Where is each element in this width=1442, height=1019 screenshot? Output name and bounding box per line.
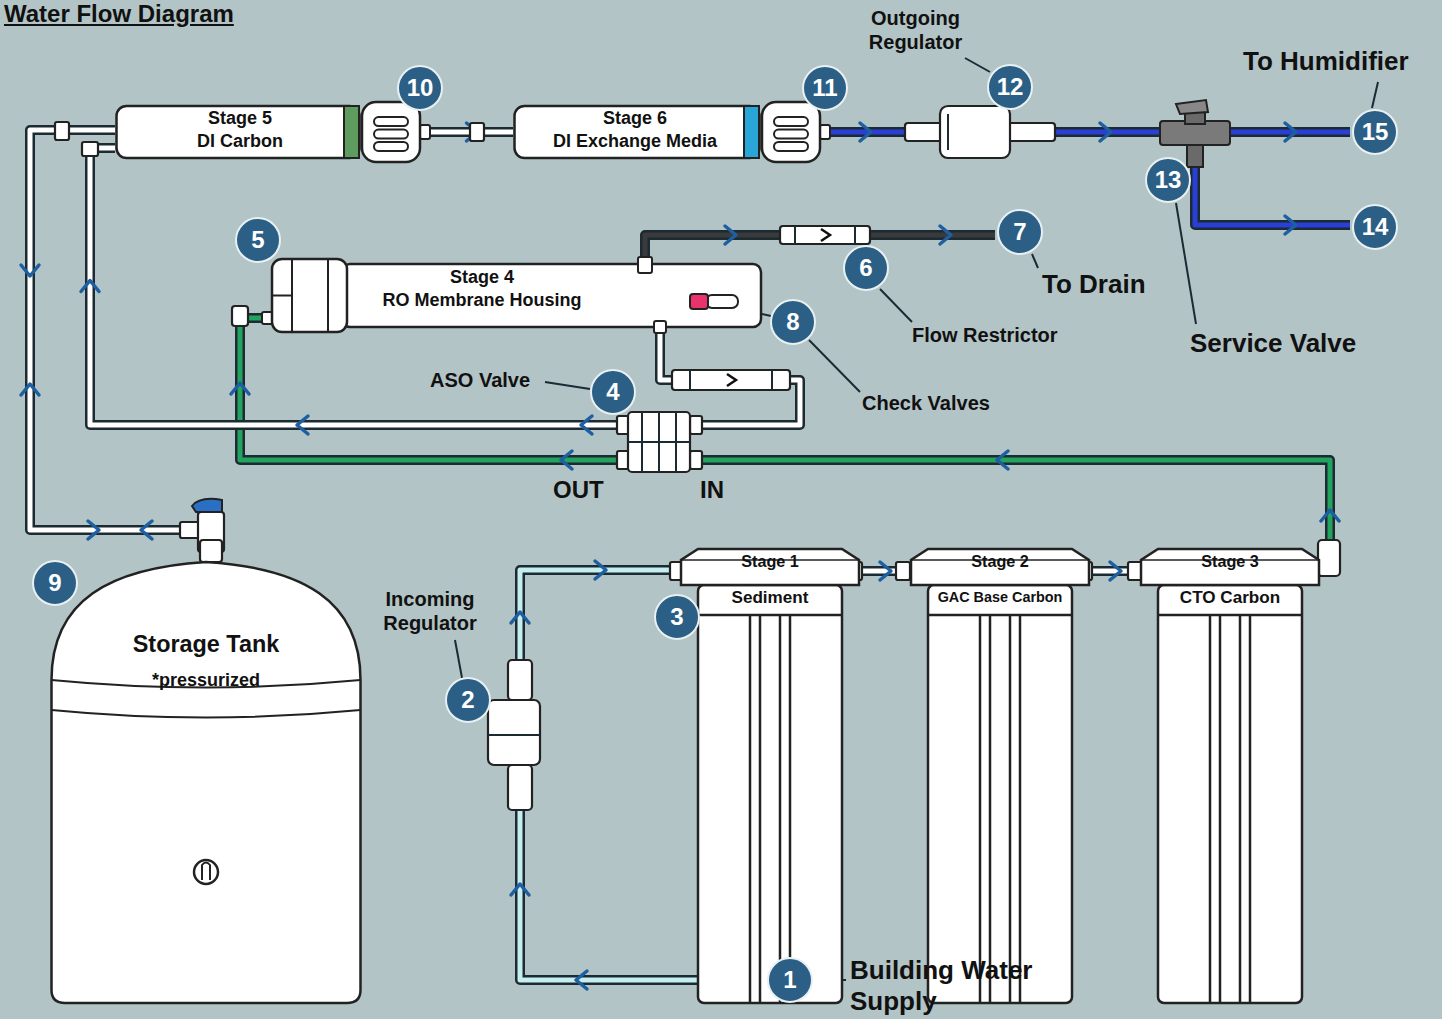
callout-number: 1 — [767, 957, 813, 1003]
part-label: Outgoing Regulator — [858, 6, 973, 54]
text-area: Stage 1 Sediment — [680, 551, 860, 609]
part-label: OUT — [553, 476, 613, 505]
callout-number: 10 — [397, 65, 443, 111]
pipe-outline — [240, 318, 1330, 572]
component-outline — [1140, 548, 1320, 1005]
part-label: Flow Restrictor — [912, 323, 1087, 347]
part-label: Incoming Regulator — [370, 587, 490, 635]
component-title: Stage 1 — [680, 551, 860, 571]
part-label: To Drain — [1042, 269, 1172, 300]
filter-component: Stage 5DI Carbon — [115, 101, 430, 163]
filter-component: Stage 2 GAC Base Carbon — [910, 548, 1090, 1005]
incoming-regulator — [488, 660, 540, 810]
callout-number: 9 — [32, 560, 78, 606]
text-area: Stage 5DI Carbon — [120, 107, 360, 152]
component-label: GAC Base Carbon — [910, 588, 1090, 606]
callout-number: 11 — [802, 65, 848, 111]
flow-chevron — [561, 451, 572, 469]
pipe-fittings — [55, 122, 1340, 580]
filter-component: Stage 4RO Membrane Housing — [262, 258, 762, 333]
callout-number: 4 — [590, 369, 636, 415]
callout-number: 14 — [1352, 204, 1398, 250]
text-area: Stage 2 GAC Base Carbon — [910, 551, 1090, 606]
component-label: DI Carbon — [120, 130, 360, 153]
component-label: CTO Carbon — [1140, 587, 1320, 608]
water-pipe — [430, 123, 513, 141]
part-label: IN — [700, 476, 740, 505]
text-area: Stage 4RO Membrane Housing — [352, 266, 612, 311]
component-title: Stage 4 — [352, 266, 612, 289]
water-pipe — [81, 148, 800, 434]
diagram-title: Water Flow Diagram — [4, 0, 234, 28]
flow-chevron — [81, 281, 99, 292]
text-area: Storage Tank *pressurized — [50, 630, 362, 692]
callout-number: 12 — [987, 64, 1033, 110]
water-pipe — [860, 562, 910, 580]
pipe-fill — [240, 318, 1330, 572]
part-label: ASO Valve — [430, 368, 550, 392]
flow-chevron — [581, 416, 592, 434]
callout-number: 7 — [997, 209, 1043, 255]
tank-valve — [180, 499, 224, 562]
flow-chevron — [880, 562, 891, 580]
callout-number: 3 — [654, 594, 700, 640]
component-title: Stage 6 — [515, 107, 755, 130]
filter-component: Stage 1 Sediment — [680, 548, 860, 1005]
pipe-fill — [30, 130, 210, 560]
part-label: Building Water Supply — [850, 955, 1060, 1017]
component-label: *pressurized — [50, 669, 362, 692]
component-outline — [680, 548, 860, 1005]
water-pipe — [21, 130, 210, 560]
flow-restrictor — [780, 226, 870, 244]
flow-chevron — [231, 383, 249, 394]
pipe-outline — [90, 148, 800, 425]
callout-number: 15 — [1352, 109, 1398, 155]
component-title: Stage 3 — [1140, 551, 1320, 571]
component-outline — [910, 548, 1090, 1005]
water-pipe — [231, 318, 1339, 572]
filter-component: Stage 6DI Exchange Media — [513, 101, 830, 163]
part-label: To Humidifier — [1243, 46, 1438, 77]
callout-number: 8 — [770, 299, 816, 345]
text-area: Stage 3 CTO Carbon — [1140, 551, 1320, 609]
component-label: DI Exchange Media — [515, 130, 755, 153]
flow-chevron — [21, 265, 39, 276]
flow-chevron — [297, 416, 308, 434]
component-label: Sediment — [680, 587, 860, 608]
outgoing-regulator — [905, 106, 1055, 158]
callout-number: 13 — [1145, 157, 1191, 203]
callout-number: 2 — [445, 677, 491, 723]
flow-chevron — [141, 521, 152, 539]
flow-chevron — [1321, 510, 1339, 521]
pipe-outline — [30, 130, 210, 560]
filter-component: Storage Tank *pressurized — [50, 560, 362, 1005]
aso-valve — [617, 412, 702, 472]
component-label: RO Membrane Housing — [352, 289, 612, 312]
callout-number: 6 — [843, 245, 889, 291]
filter-component: Stage 3 CTO Carbon — [1140, 548, 1320, 1005]
check-valve — [672, 370, 790, 390]
callout-number: 5 — [235, 217, 281, 263]
flow-chevron — [997, 451, 1008, 469]
component-title: Storage Tank — [50, 630, 362, 659]
part-label: Check Valves — [862, 391, 1012, 415]
pipe-fill — [90, 148, 800, 425]
flow-chevron — [1110, 562, 1121, 580]
flow-chevron — [21, 384, 39, 395]
component-title: Stage 2 — [910, 551, 1090, 571]
text-area: Stage 6DI Exchange Media — [515, 107, 755, 152]
component-outline — [50, 560, 362, 1005]
component-title: Stage 5 — [120, 107, 360, 130]
flow-chevron — [88, 521, 99, 539]
part-label: Service Valve — [1190, 328, 1390, 359]
